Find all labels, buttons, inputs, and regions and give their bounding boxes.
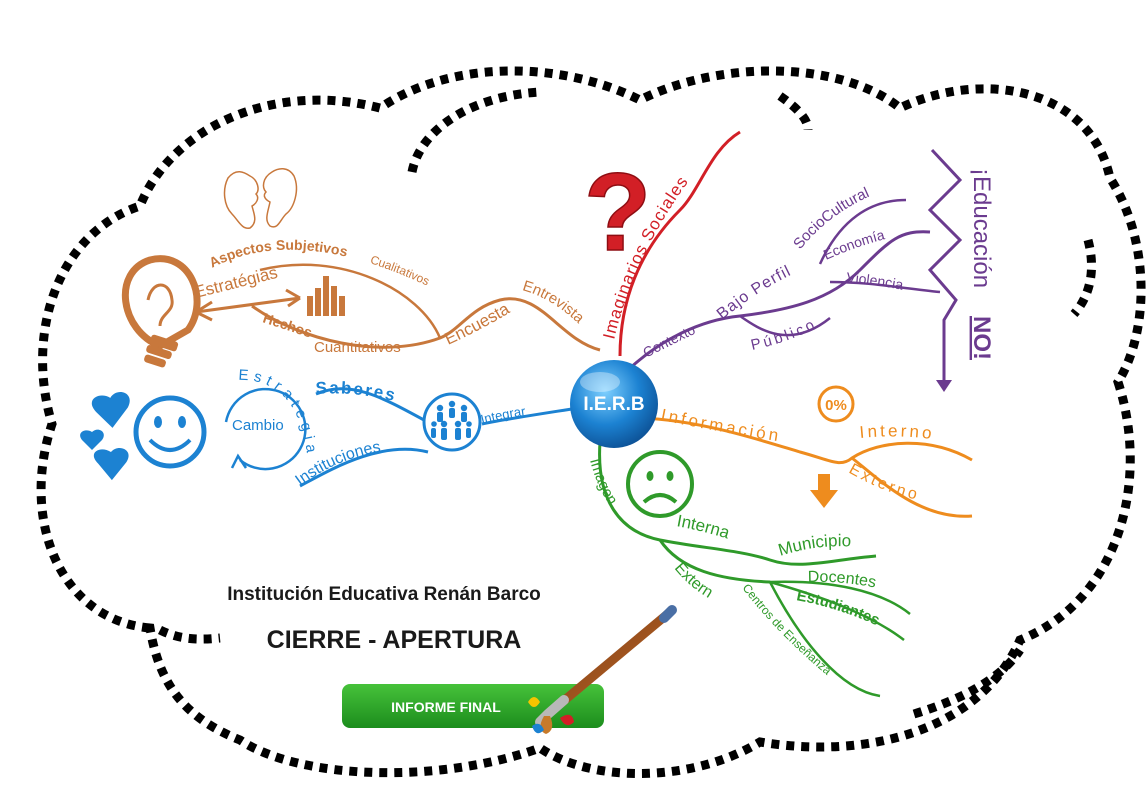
label-interno: Interno bbox=[859, 421, 933, 443]
svg-text:Imagen: Imagen bbox=[586, 457, 621, 508]
label-docentes: Docentes bbox=[808, 569, 878, 592]
svg-text:Interna: Interna bbox=[675, 511, 732, 542]
label-economia: Economía bbox=[821, 226, 887, 262]
label-estrategias-blue: Estrategias bbox=[0, 0, 316, 459]
informe-final-label: INFORME FINAL bbox=[391, 699, 501, 715]
svg-text:Interno: Interno bbox=[859, 421, 936, 443]
center-node: I.E.R.B bbox=[570, 360, 658, 448]
svg-text:?: ? bbox=[584, 151, 651, 274]
svg-text:Saberes: Saberes bbox=[315, 378, 398, 405]
label-estrategias-orange: Estratégias bbox=[192, 263, 279, 302]
label-saberes: Saberes bbox=[315, 378, 396, 405]
label-municipio: Municipio bbox=[776, 531, 851, 560]
institution-name: Institución Educativa Renán Barco bbox=[227, 584, 541, 605]
down-arrow-icon bbox=[936, 380, 952, 392]
label-integrar: Integrar bbox=[479, 403, 527, 427]
svg-text:Cualitativos: Cualitativos bbox=[369, 253, 432, 289]
label-contexto: Contexto bbox=[640, 321, 698, 360]
cloud-border bbox=[36, 66, 1146, 778]
svg-text:Contexto: Contexto bbox=[640, 321, 698, 360]
svg-text:Municipio: Municipio bbox=[776, 531, 851, 560]
bar-chart-icon bbox=[307, 276, 345, 316]
label-violencia: Violencia bbox=[846, 269, 905, 293]
faces-icon bbox=[223, 168, 298, 229]
svg-text:Violencia: Violencia bbox=[846, 269, 905, 293]
svg-text:Economía: Economía bbox=[821, 226, 887, 262]
svg-text:Docentes: Docentes bbox=[808, 569, 878, 592]
label-interna: Interna bbox=[675, 511, 732, 542]
label-externo: Externo bbox=[846, 461, 918, 504]
smiley-icon bbox=[133, 395, 207, 469]
label-cuantitativos: Cuantitativos bbox=[314, 339, 401, 356]
question-mark-icon: ? bbox=[583, 150, 652, 275]
lightbulb-icon bbox=[121, 255, 201, 368]
svg-text:Externo: Externo bbox=[846, 461, 921, 504]
label-informacion: Información bbox=[659, 405, 779, 445]
label-cualitativos: Cualitativos bbox=[369, 253, 432, 289]
svg-text:Estrategias: Estrategias bbox=[0, 0, 321, 459]
people-icon bbox=[422, 392, 482, 452]
label-no: NO! bbox=[968, 316, 995, 360]
label-zero: 0% bbox=[825, 397, 847, 414]
zero-percent-icon: 0% bbox=[817, 385, 855, 423]
imaginaries-branch: Imaginarios Sociales ? bbox=[583, 130, 741, 357]
svg-text:Público: Público bbox=[749, 315, 820, 354]
label-cambio: Cambio bbox=[232, 417, 284, 434]
hearts-icon bbox=[80, 392, 130, 481]
label-hechos: Hechos bbox=[261, 310, 314, 341]
paintbrush-icon bbox=[528, 605, 677, 734]
down-arrow-icon bbox=[810, 474, 838, 508]
sad-face-icon bbox=[626, 450, 694, 518]
label-publico: Público bbox=[749, 315, 817, 354]
svg-text:Información: Información bbox=[659, 405, 782, 445]
label-encuesta: Encuesta bbox=[442, 299, 514, 349]
page-subtitle: CIERRE - APERTURA bbox=[267, 626, 522, 654]
center-label: I.E.R.B bbox=[583, 394, 644, 415]
label-imagen: Imagen bbox=[586, 457, 621, 508]
label-educacion: ¡Educación bbox=[968, 168, 995, 288]
survey-branch: Aspectos Subjetivos Cualitativos Estraté… bbox=[121, 168, 601, 368]
svg-text:Encuesta: Encuesta bbox=[442, 299, 514, 349]
svg-text:Integrar: Integrar bbox=[479, 403, 527, 427]
